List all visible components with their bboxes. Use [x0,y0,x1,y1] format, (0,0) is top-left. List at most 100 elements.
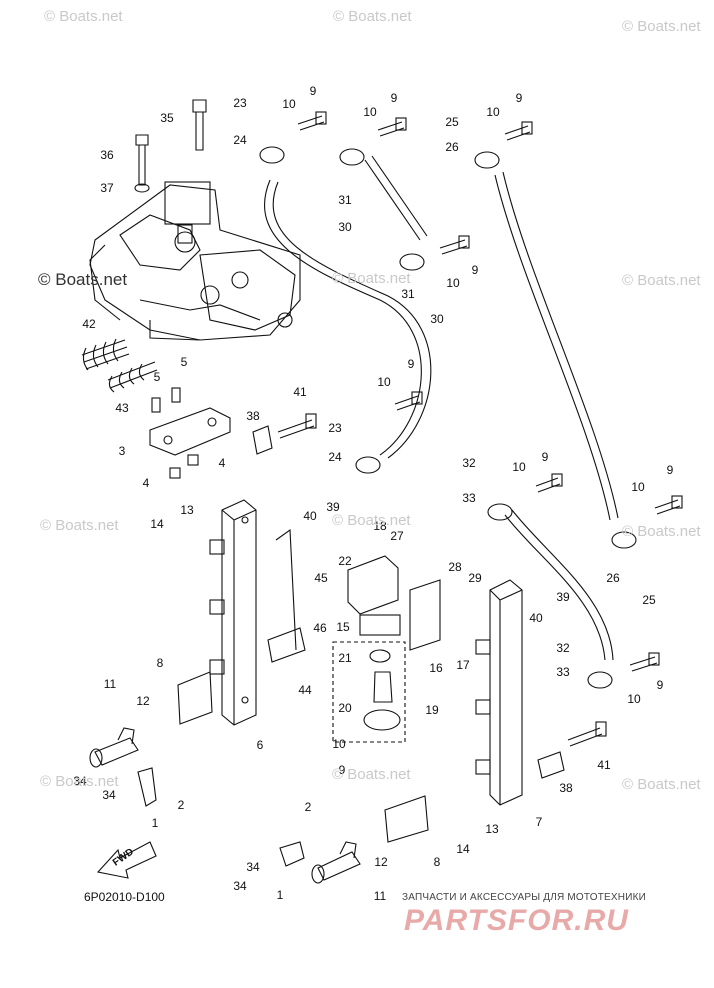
watermark: © Boats.net [332,512,411,529]
callout-label: 30 [338,220,352,234]
callout-label: 40 [529,611,543,625]
callout-label: 11 [103,677,117,691]
callout-label: 10 [446,276,460,290]
fuel-rail-6 [209,499,257,726]
clamp-44 [267,528,306,663]
callout-label: 25 [445,115,459,129]
shop-tagline: ЗАПЧАСТИ И АКСЕССУАРЫ ДЛЯ МОТОТЕХНИКИ [402,892,647,903]
callout-label: 1 [276,888,284,902]
callout-label: 34 [246,860,260,874]
bolts-9 [297,111,683,672]
callout-label: 26 [445,140,459,154]
callout-label: 15 [336,620,350,634]
callout-label: 44 [298,683,312,697]
callout-label: 9 [407,357,415,371]
bolt-41 [277,413,607,747]
callout-label: 43 [115,401,129,415]
callout-label: 17 [456,658,470,672]
callout-label: 32 [462,456,476,470]
fuel-rail-7 [475,579,523,806]
callout-label: 5 [180,355,188,369]
callout-label: 37 [100,181,114,195]
callout-label: 10 [377,375,391,389]
callout-label: 23 [328,421,342,435]
callout-label: 34 [102,788,116,802]
spring-42 [81,338,130,371]
callout-label: 3 [118,444,126,458]
clip-1-right [279,841,305,867]
callout-label: 2 [304,800,312,814]
callout-label: 10 [282,97,296,111]
callout-label: 24 [328,450,342,464]
callout-label: 32 [556,641,570,655]
watermark: © Boats.net [44,8,123,25]
callout-label: 13 [180,503,194,517]
callout-label: 34 [73,774,87,788]
callout-label: 9 [338,763,346,777]
callout-label: 1 [151,816,159,830]
clip-1-left [137,767,157,807]
callout-label: 39 [556,590,570,604]
spring-43 [107,361,158,393]
injector-11-left [89,727,139,768]
bracket-8-left [177,671,213,725]
watermark: © Boats.net [40,517,119,534]
callout-label: 12 [374,855,388,869]
callout-label: 23 [233,96,247,110]
bracket-3 [149,387,231,479]
washer-37 [134,183,150,193]
pin-38-upper [252,425,273,455]
callout-label: 4 [218,456,226,470]
callout-label: 11 [373,889,387,903]
watermark: © Boats.net [38,270,128,289]
callout-label: 30 [430,312,444,326]
fwd-arrow-icon [96,841,157,879]
callout-label: 31 [338,193,352,207]
callout-label: 6 [256,738,264,752]
callout-label: 31 [401,287,415,301]
callout-label: 16 [429,661,443,675]
callout-label: 41 [293,385,307,399]
pressure-regulator-assembly [332,555,441,743]
watermark: © Boats.net [622,18,701,35]
callout-label: 24 [233,133,247,147]
callout-label: 27 [390,529,404,543]
bolt-35 [192,99,207,151]
hose-fittings [259,146,637,689]
callout-label: 9 [515,91,523,105]
callout-label: 18 [373,519,387,533]
watermark: © Boats.net [332,270,411,287]
callout-label: 9 [309,84,317,98]
callout-label: 10 [627,692,641,706]
diagram-code: 6P02010-D100 [84,890,165,904]
callout-label: 14 [456,842,470,856]
watermark: © Boats.net [622,272,701,289]
callout-label: 10 [363,105,377,119]
callout-label: 42 [82,317,96,331]
callout-label: 33 [462,491,476,505]
watermark: © Boats.net [40,773,119,790]
callout-label: 14 [150,517,164,531]
watermark: © Boats.net [333,8,412,25]
pin-38-lower [537,751,565,779]
callout-label: 7 [535,815,543,829]
bolt-36 [135,134,149,186]
callout-label: 8 [433,855,441,869]
fuel-hoses [264,155,619,661]
callout-label: 4 [142,476,150,490]
callout-label: 9 [656,678,664,692]
callout-label: 20 [338,701,352,715]
callout-label: 25 [642,593,656,607]
callout-label: 21 [338,651,352,665]
callout-label: 41 [597,758,611,772]
callout-label: 29 [468,571,482,585]
callout-label: 19 [425,703,439,717]
callout-label: 10 [486,105,500,119]
callout-label: 46 [313,621,327,635]
callout-label: 38 [246,409,260,423]
callout-label: 34 [233,879,247,893]
callout-label: 38 [559,781,573,795]
callout-label: 28 [448,560,462,574]
shop-logo: PARTSFOR.RU [404,904,629,937]
